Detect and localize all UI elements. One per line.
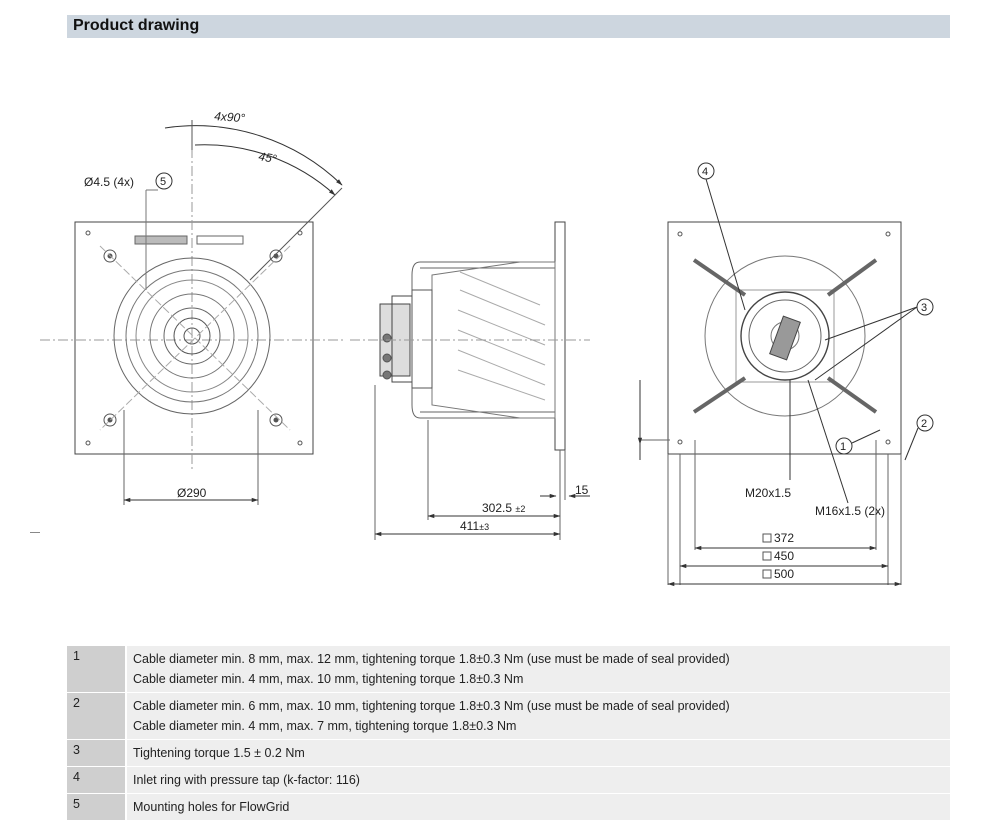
rear-callout-2: 2 — [921, 418, 927, 430]
rear-m16-label: M16x1.5 (2x) — [815, 504, 885, 518]
table-row: 3 Tightening torque 1.5 ± 0.2 Nm — [67, 739, 950, 767]
rear-dim-500: 500 — [774, 567, 794, 581]
rear-m20-label: M20x1.5 — [745, 486, 791, 500]
legend-text: Cable diameter min. 4 mm, max. 7 mm, tig… — [133, 719, 517, 733]
side-dim-302-tol: ±2 — [515, 504, 525, 514]
front-angle-label: 4x90° — [214, 109, 246, 125]
legend-text: Cable diameter min. 6 mm, max. 10 mm, ti… — [133, 699, 730, 713]
side-dim-302: 302.5 ±2 — [482, 501, 525, 515]
legend-number: 5 — [67, 793, 127, 821]
front-view — [40, 120, 345, 505]
legend-description: Inlet ring with pressure tap (k-factor: … — [126, 766, 950, 794]
legend-text: Cable diameter min. 4 mm, max. 10 mm, ti… — [133, 672, 524, 686]
legend-description: Tightening torque 1.5 ± 0.2 Nm — [126, 739, 950, 767]
side-dim-411-value: 411 — [460, 519, 479, 533]
side-dim-411-tol: ±3 — [479, 522, 489, 532]
front-diameter-label: Ø290 — [177, 486, 207, 500]
legend-table: 1 Cable diameter min. 8 mm, max. 12 mm, … — [67, 646, 950, 821]
margin-mark — [30, 532, 40, 533]
legend-number: 4 — [67, 766, 127, 794]
table-row: 2 Cable diameter min. 6 mm, max. 10 mm, … — [67, 692, 950, 740]
rear-callout-3: 3 — [921, 302, 927, 314]
rear-dim-372: 372 — [774, 531, 794, 545]
front-hole-label: Ø4.5 (4x) — [84, 175, 134, 189]
legend-text: Mounting holes for FlowGrid — [133, 800, 290, 814]
table-row: 1 Cable diameter min. 8 mm, max. 12 mm, … — [67, 646, 950, 693]
side-dim-411: 411±3 — [460, 519, 489, 533]
legend-text: Tightening torque 1.5 ± 0.2 Nm — [133, 746, 305, 760]
legend-description: Cable diameter min. 6 mm, max. 10 mm, ti… — [126, 692, 950, 740]
side-view — [350, 221, 590, 540]
table-row: 5 Mounting holes for FlowGrid — [67, 793, 950, 821]
section-header: Product drawing — [67, 15, 950, 38]
side-dim-302-value: 302.5 — [482, 501, 512, 515]
section-title: Product drawing — [73, 17, 200, 34]
legend-description: Mounting holes for FlowGrid — [126, 793, 950, 821]
rear-callout-4: 4 — [702, 166, 708, 178]
legend-number: 3 — [67, 739, 127, 767]
legend-text: Inlet ring with pressure tap (k-factor: … — [133, 773, 360, 787]
legend-number: 2 — [67, 692, 127, 740]
rear-callout-1: 1 — [840, 441, 846, 453]
legend-description: Cable diameter min. 8 mm, max. 12 mm, ti… — [126, 646, 950, 693]
front-angle-sub-label: 45° — [257, 149, 277, 166]
side-dim-15: 15 — [575, 483, 589, 497]
legend-number: 1 — [67, 646, 127, 693]
rear-view — [637, 162, 934, 587]
legend-text: Cable diameter min. 8 mm, max. 12 mm, ti… — [133, 652, 730, 666]
technical-drawing: 4x90° 45° Ø4.5 (4x) 5 Ø290 302.5 ±2 4 1 — [40, 109, 934, 587]
table-row: 4 Inlet ring with pressure tap (k-factor… — [67, 766, 950, 794]
front-callout-5: 5 — [160, 176, 166, 188]
rear-dim-450: 450 — [774, 549, 794, 563]
